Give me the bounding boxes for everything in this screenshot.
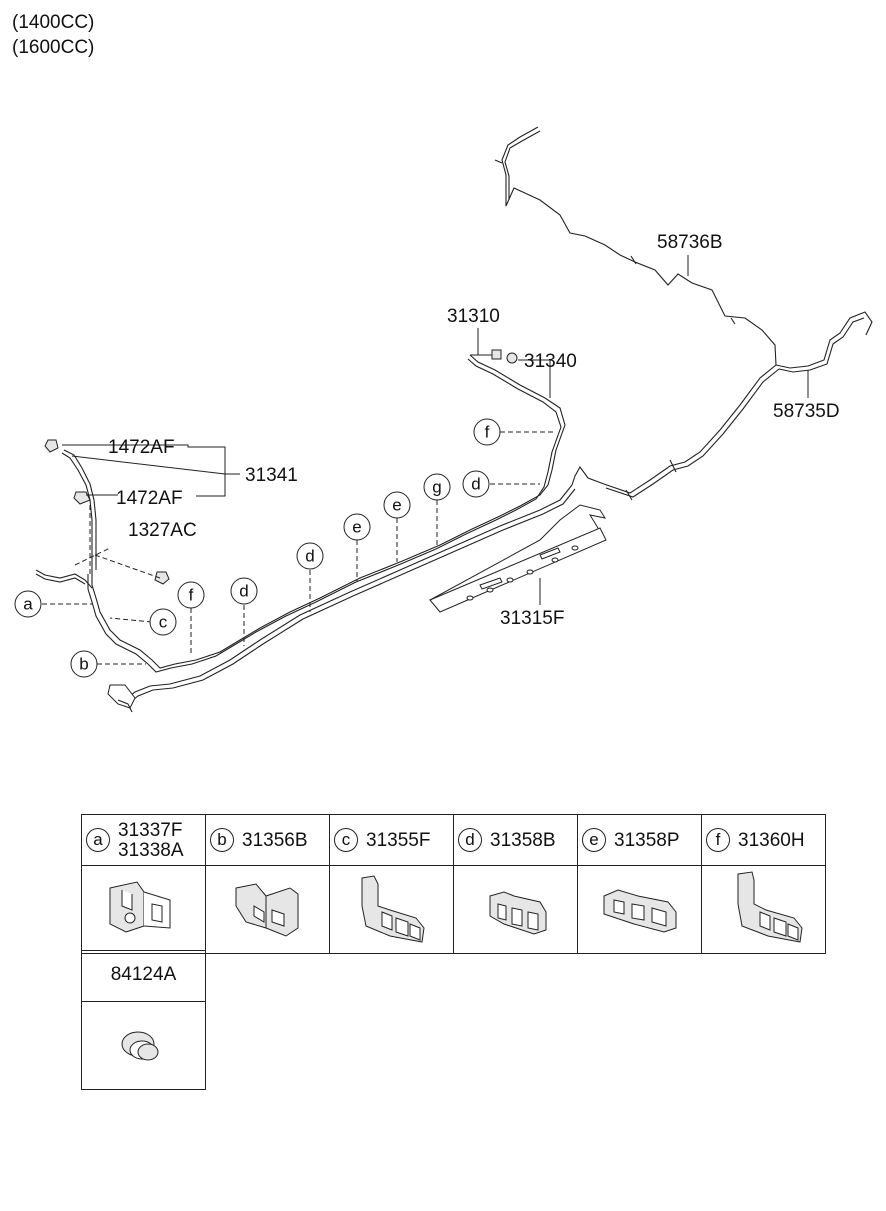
callout-d-3: d (462, 470, 490, 498)
parts-cell-e-image (577, 865, 702, 954)
callout-c: c (149, 608, 177, 636)
letter-d: d (458, 828, 482, 852)
callout-g: g (423, 473, 451, 501)
callout-d-2-text: d (305, 547, 314, 566)
part-number-31356B: 31356B (242, 830, 308, 851)
parts-cell-extra-image (81, 1001, 206, 1090)
parts-table-header-row: a 31337F 31338A b 31356B c 31355F d 3135… (81, 814, 826, 866)
callout-e-1: e (343, 513, 371, 541)
protector-31315F (429, 504, 607, 613)
part-number-31360H: 31360H (738, 830, 805, 851)
parts-cell-b-header: b 31356B (205, 814, 330, 866)
connector-31340 (506, 352, 518, 364)
letter-a: a (86, 828, 110, 852)
part-number-31337F: 31337F (118, 820, 183, 841)
label-58735D: 58735D (773, 401, 840, 422)
letter-e: e (582, 828, 606, 852)
part-number-31355F: 31355F (366, 830, 431, 851)
header-engine-1600cc: (1600CC) (12, 37, 95, 58)
parts-cell-a-header: a 31337F 31338A (81, 814, 206, 866)
parts-cell-e-header: e 31358P (577, 814, 702, 866)
parts-table: a 31337F 31338A b 31356B c 31355F d 3135… (81, 814, 826, 954)
callout-d-3-text: d (471, 475, 480, 494)
callout-g-text: g (432, 478, 441, 497)
connector-31310 (470, 349, 502, 360)
callout-f-right: f (473, 418, 501, 446)
parts-table-image-row (81, 865, 826, 954)
label-1327AC: 1327AC (128, 520, 197, 541)
parts-cell-f-image (701, 865, 826, 954)
parts-table-extra-image-row (81, 1001, 206, 1090)
part-number-31358B: 31358B (490, 830, 556, 851)
parts-cell-d-image (453, 865, 578, 954)
label-31340: 31340 (524, 351, 577, 372)
label-31310: 31310 (447, 306, 500, 327)
letter-f: f (706, 828, 730, 852)
part-number-31358P: 31358P (614, 830, 680, 851)
callout-a-text: a (23, 595, 33, 614)
part-number-84124A: 84124A (110, 964, 177, 985)
callout-e-1-text: e (352, 518, 361, 537)
main-fuel-line-31341 (87, 354, 566, 673)
clip-d-icon (489, 891, 547, 935)
callout-b-text: b (79, 655, 88, 674)
main-fuel-line-lower (124, 484, 576, 705)
letter-c: c (334, 828, 358, 852)
clip-c-icon (361, 875, 425, 943)
parts-cell-d-header: d 31358B (453, 814, 578, 866)
callout-d-1-text: d (239, 582, 248, 601)
part-number-31338A: 31338A (118, 840, 184, 861)
grommet-icon (121, 1031, 159, 1061)
header-engine-1400cc: (1400CC) (12, 12, 95, 33)
leader-lines (42, 255, 809, 665)
nut-1327AC (154, 571, 170, 585)
clip-1472AF-top (44, 439, 59, 453)
callout-a: a (14, 590, 42, 618)
callout-f-left: f (177, 581, 205, 609)
label-31315F: 31315F (500, 608, 564, 629)
clip-f-icon (737, 871, 803, 943)
parts-cell-extra-header: 84124A (81, 950, 206, 1002)
parts-table-extra: 84124A (81, 950, 206, 1090)
callout-f-left-text: f (189, 586, 194, 605)
callout-e-2-text: e (392, 496, 401, 515)
label-1472AF-bottom: 1472AF (116, 488, 183, 509)
callout-d-2: d (296, 542, 324, 570)
label-31341: 31341 (245, 465, 298, 486)
parts-cell-f-header: f 31360H (701, 814, 826, 866)
clip-b-icon (235, 883, 299, 937)
front-pipe-end (35, 449, 136, 713)
parts-cell-c-header: c 31355F (329, 814, 454, 866)
callout-f-right-text: f (485, 423, 490, 442)
rear-fuel-pipe-58736B (494, 126, 777, 366)
callout-e-2: e (383, 491, 411, 519)
parts-cell-a-image (81, 865, 206, 954)
parts-cell-b-image (205, 865, 330, 954)
letter-b: b (210, 828, 234, 852)
label-58736B: 58736B (657, 232, 723, 253)
clip-e-icon (603, 889, 677, 933)
rear-fuel-pipe-58735D (571, 311, 873, 501)
fuel-line-diagram: 58736B 58735D 31310 31340 1472AF 31341 1… (14, 126, 873, 713)
part-number-a: 31337F 31338A (118, 821, 184, 861)
callout-d-1: d (230, 577, 258, 605)
clip-1472AF-bottom (73, 491, 91, 505)
parts-table-extra-header-row: 84124A (81, 950, 206, 1002)
label-1472AF-top: 1472AF (108, 437, 175, 458)
clip-a-icon (109, 881, 171, 933)
callout-b: b (70, 650, 98, 678)
callout-c-text: c (159, 613, 168, 632)
parts-cell-c-image (329, 865, 454, 954)
